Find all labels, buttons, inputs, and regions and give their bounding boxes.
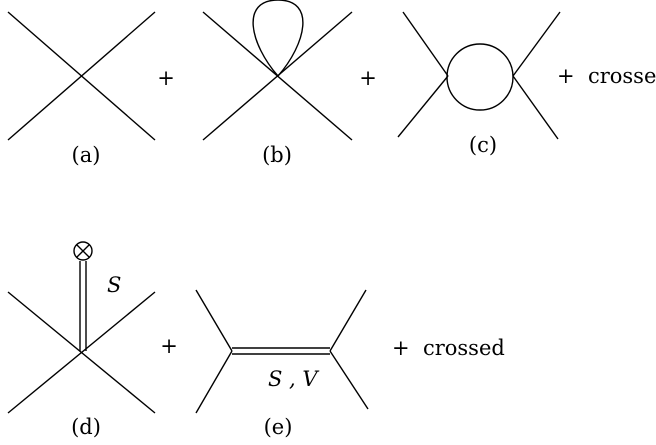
plus-sign-b-c: + bbox=[359, 66, 377, 90]
diagram-e: S , V (e) bbox=[195, 289, 369, 439]
plus-crossed-row-2: + crossed bbox=[392, 336, 505, 360]
diagram-d-otimes-cross-2 bbox=[76, 244, 90, 258]
diagram-e-line-label: S , V bbox=[268, 367, 319, 391]
diagram-a: (a) bbox=[7, 11, 156, 167]
diagram-e-line-2 bbox=[195, 350, 233, 414]
diagram-c-line-3 bbox=[512, 11, 561, 77]
diagram-d-line-label: S bbox=[107, 273, 121, 297]
diagram-c-label: (c) bbox=[469, 133, 497, 157]
diagram-e-line-3 bbox=[329, 289, 367, 352]
diagram-c-line-2 bbox=[397, 75, 449, 138]
diagram-b-label: (b) bbox=[262, 143, 292, 167]
diagram-d-line-2 bbox=[7, 291, 156, 414]
diagram-c-bubble bbox=[446, 43, 514, 111]
diagram-b: (b) bbox=[202, 0, 353, 167]
diagram-d: S (d) bbox=[7, 241, 156, 439]
plus-sign-d-e: + bbox=[160, 334, 178, 358]
diagram-d-label: (d) bbox=[71, 415, 101, 439]
diagram-c-line-4 bbox=[512, 75, 559, 140]
plus-sign-a-b: + bbox=[157, 66, 175, 90]
diagram-c-line-1 bbox=[402, 11, 449, 77]
diagram-e-line-1 bbox=[195, 289, 233, 352]
plus-crossed-row-1: + crossed bbox=[557, 64, 656, 88]
diagram-e-label: (e) bbox=[264, 415, 293, 439]
diagram-e-line-4 bbox=[329, 350, 369, 410]
diagram-c: (c) bbox=[397, 11, 561, 157]
diagram-a-label: (a) bbox=[72, 143, 101, 167]
diagram-a-line-2 bbox=[7, 11, 156, 141]
diagram-b-loop bbox=[252, 0, 304, 78]
